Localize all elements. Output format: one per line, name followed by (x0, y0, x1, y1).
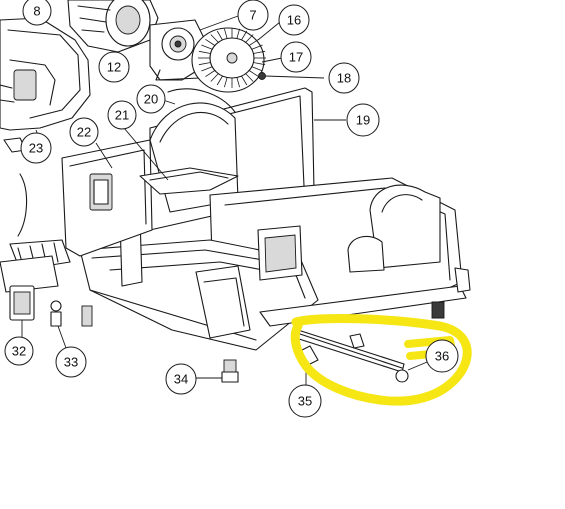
grommet-screw (50, 300, 93, 349)
wheel-blade (216, 75, 223, 86)
access-cover-panel (123, 127, 239, 195)
wheel-blade (236, 28, 240, 39)
terminal-block (0, 173, 71, 293)
wheel-blade (245, 34, 254, 43)
wheel-set-screw (258, 72, 325, 80)
svg-text:21: 21 (115, 108, 129, 123)
blower-wheel (191, 21, 281, 93)
housing-fragment-top-left (0, 17, 91, 131)
svg-text:34: 34 (174, 372, 188, 387)
wheel-blade (205, 38, 216, 46)
callout-33: 33 (55, 346, 87, 378)
wheel-blade (198, 50, 211, 54)
side-panel-part (95, 142, 113, 169)
callout-32: 32 (4, 336, 34, 366)
callout-17: 17 (280, 41, 312, 73)
callout-7: 7 (237, 0, 269, 31)
wheel-blade (251, 66, 263, 72)
callout-34: 34 (165, 363, 197, 395)
callout-8: 8 (22, 0, 52, 26)
callout-23: 23 (20, 132, 52, 164)
svg-text:33: 33 (64, 355, 78, 370)
svg-text:36: 36 (435, 349, 449, 364)
svg-text:7: 7 (249, 8, 256, 23)
wheel-blade (236, 77, 240, 88)
wheel-blade (210, 73, 219, 82)
wheel-nut (261, 57, 283, 63)
wheel-blade (201, 66, 213, 72)
wheel-blade (241, 75, 248, 86)
wheel-blade (248, 70, 259, 78)
wheel-blade (198, 62, 211, 66)
svg-text:23: 23 (29, 141, 43, 156)
callout-16: 16 (278, 4, 310, 36)
callout-12: 12 (98, 51, 130, 83)
callout-19: 19 (346, 103, 380, 137)
wheel-blade (224, 77, 228, 88)
callout-36: 36 (425, 339, 459, 373)
motor-mount-bracket (149, 15, 239, 81)
callout-20: 20 (136, 84, 166, 114)
svg-text:17: 17 (289, 50, 303, 65)
wheel-blade (253, 50, 266, 54)
svg-text:22: 22 (77, 125, 91, 140)
wheel-blade (251, 44, 263, 50)
wheel-blade (253, 62, 266, 66)
svg-text:35: 35 (298, 394, 312, 409)
wheel-blade (201, 44, 213, 50)
svg-text:19: 19 (356, 113, 370, 128)
callout-22: 22 (69, 117, 99, 147)
wheel-blade (245, 73, 254, 82)
svg-text:8: 8 (33, 4, 40, 19)
mounting-bolt (196, 359, 239, 383)
svg-text:12: 12 (107, 60, 121, 75)
callout-18: 18 (328, 62, 360, 94)
wheel-blade (224, 28, 228, 39)
relay-module (9, 285, 35, 338)
svg-text:16: 16 (287, 13, 301, 28)
wheel-blade (248, 38, 259, 46)
wheel-blade (205, 70, 216, 78)
callout-21: 21 (107, 100, 137, 130)
wheel-blade (241, 30, 248, 41)
callout-35: 35 (288, 384, 322, 418)
svg-text:32: 32 (12, 344, 26, 359)
svg-text:18: 18 (337, 71, 351, 86)
wheel-blade (216, 30, 223, 41)
wheel-blade (210, 34, 219, 43)
svg-text:20: 20 (144, 92, 158, 107)
blower-motor (67, 0, 159, 61)
